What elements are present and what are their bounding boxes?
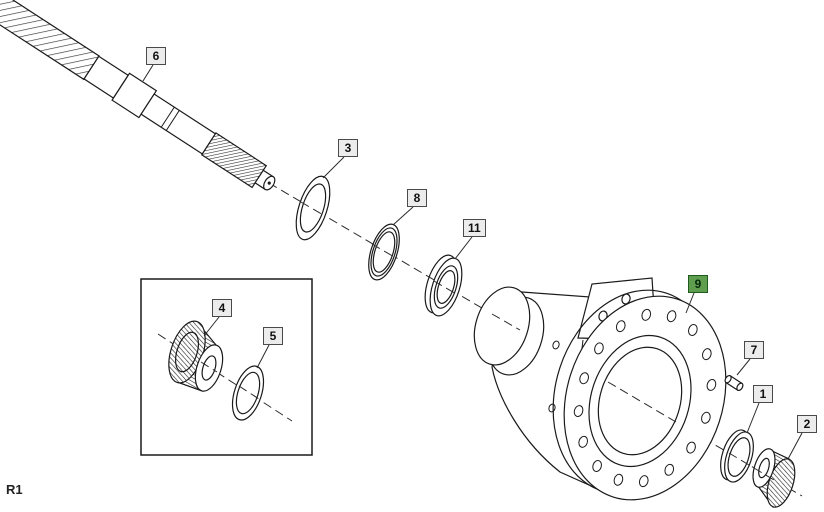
callout-part-2[interactable]: 2: [797, 415, 817, 433]
inset-box: [140, 278, 313, 456]
callout-part-6[interactable]: 6: [146, 47, 166, 65]
callout-part-4[interactable]: 4: [212, 299, 232, 317]
part-2-bearing: [752, 448, 796, 509]
callout-part-11[interactable]: 11: [463, 219, 486, 237]
centerline-inset: [157, 333, 293, 422]
part-5-ring: [231, 365, 265, 421]
part-1-ring: [720, 429, 754, 483]
callout-part-5[interactable]: 5: [263, 327, 283, 345]
part-8-ring: [368, 223, 400, 281]
housing-bore: [597, 346, 683, 456]
housing-hub-face: [473, 286, 531, 366]
figure-reference: R1: [6, 482, 23, 497]
bolt-holes: [552, 290, 738, 506]
part-11-seal: [424, 254, 463, 317]
callout-part-3[interactable]: 3: [338, 139, 358, 157]
leader-lines: [142, 64, 803, 460]
part-6-axle-shaft: [0, 0, 276, 191]
callout-part-8[interactable]: 8: [407, 189, 427, 207]
callout-part-1[interactable]: 1: [753, 385, 773, 403]
part-9-axle-housing: [473, 277, 738, 506]
callout-part-9-highlighted[interactable]: 9: [688, 275, 708, 293]
callout-part-7[interactable]: 7: [744, 341, 764, 359]
part-4-bearing: [168, 320, 224, 392]
part-7-plug: [724, 374, 744, 392]
shaft-center-mark: [267, 181, 271, 185]
part-3-ring: [295, 175, 331, 241]
